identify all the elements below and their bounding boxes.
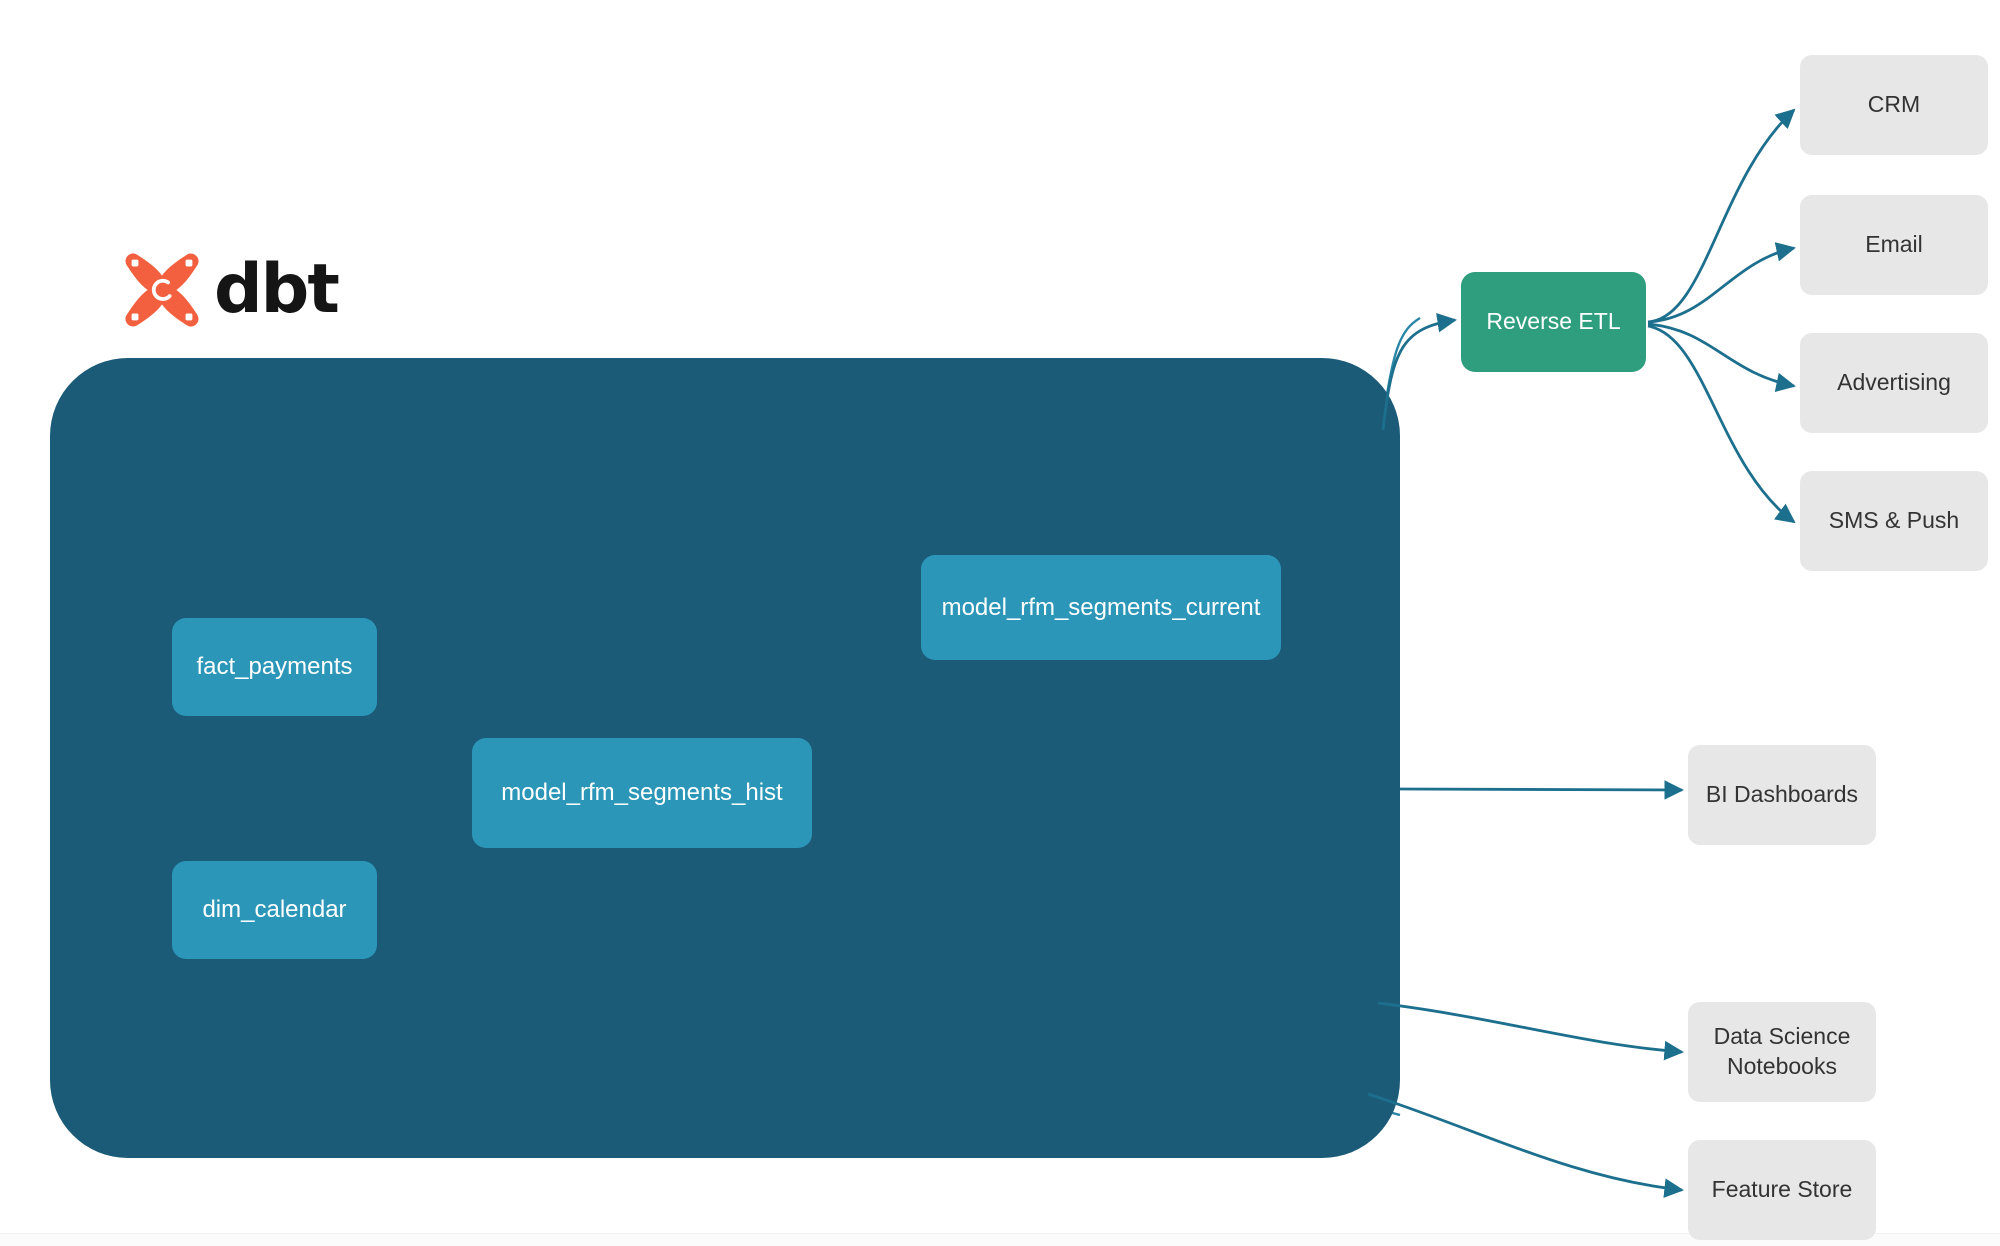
node-crm[interactable]: CRM [1800,55,1988,155]
node-model-rfm-segments-hist[interactable]: model_rfm_segments_hist [472,738,812,848]
node-sms-push[interactable]: SMS & Push [1800,471,1988,571]
node-reverse-etl[interactable]: Reverse ETL [1461,272,1646,372]
dbt-star-icon [125,253,199,327]
edge-reverse-etl-to-sms-push [1647,324,1796,524]
dbt-wordmark: dbt [214,250,340,329]
node-feature-store[interactable]: Feature Store [1688,1140,1876,1240]
edge-project-to-feature-store [1367,1092,1684,1198]
node-dim-calendar[interactable]: dim_calendar [172,861,377,959]
node-fact-payments[interactable]: fact_payments [172,618,377,716]
edge-project-to-bi-dashboards [1399,780,1684,800]
node-email[interactable]: Email [1800,195,1988,295]
edge-reverse-etl-to-email [1647,242,1796,324]
node-model-rfm-segments-current[interactable]: model_rfm_segments_current [921,555,1281,660]
node-advertising[interactable]: Advertising [1800,333,1988,433]
dbt-brand-lockup: dbt [124,250,340,329]
edge-reverse-etl-to-crm [1647,108,1796,324]
ds-line-1: Data Science [1713,1023,1851,1050]
node-bi-dashboards[interactable]: BI Dashboards [1688,745,1876,845]
node-data-science-notebooks[interactable]: Data Science Notebooks [1688,1002,1876,1102]
ds-line-2: Notebooks [1727,1053,1837,1079]
bottom-band [0,1233,2000,1246]
edge-project-to-data-science-notebooks [1377,1001,1684,1061]
edge-reverse-etl-to-advertising [1647,322,1796,393]
